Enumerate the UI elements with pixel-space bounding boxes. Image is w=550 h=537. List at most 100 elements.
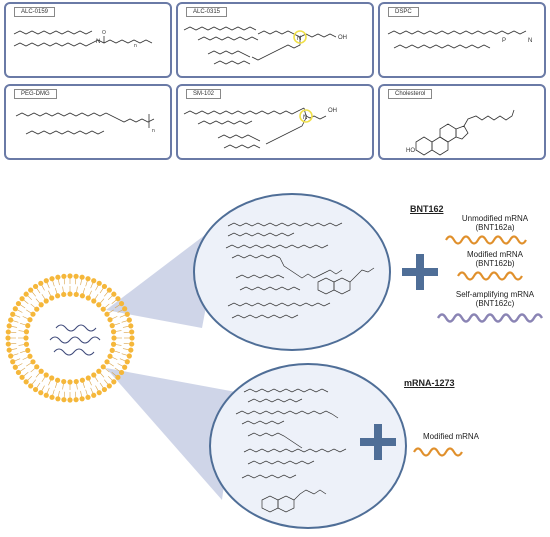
lipid-head — [126, 317, 132, 323]
encapsulated-mrna — [49, 324, 101, 356]
bnt162-title: BNT162 — [410, 204, 444, 214]
atom-n-subscript: n — [134, 43, 137, 49]
lipid-head — [61, 378, 67, 385]
lipid-head — [122, 364, 128, 370]
lipid-head — [128, 323, 134, 329]
lipid-head — [124, 359, 130, 365]
lipid-head — [23, 335, 29, 341]
lipid-head — [118, 369, 125, 376]
lipid-head — [49, 375, 55, 381]
lipid-head — [5, 341, 11, 347]
lipid-head — [101, 386, 108, 393]
highlight-ring — [293, 30, 307, 44]
lipid-head — [79, 377, 85, 383]
atom-n: N — [297, 36, 301, 42]
lipid-head — [43, 372, 49, 378]
lipid-head — [67, 379, 73, 385]
self-amplifying-mrna-icon — [436, 313, 544, 323]
lipid-head — [107, 317, 113, 323]
atom-p: P — [502, 38, 506, 44]
lipid-head — [25, 347, 31, 353]
lipid-head — [91, 392, 97, 398]
lipid-head — [19, 374, 25, 380]
lipid-head — [55, 274, 61, 280]
lipid-head — [109, 323, 115, 329]
lipid-head — [28, 287, 34, 293]
lipid-head — [104, 359, 110, 365]
panel-label: ALC-0315 — [186, 7, 228, 17]
lipid-head — [61, 397, 67, 403]
bnt162c-label: Self-amplifying mRNA (BNT162c) — [440, 290, 550, 308]
lipid-head — [106, 287, 112, 293]
lipid-head — [96, 390, 102, 396]
lipid-head — [126, 353, 132, 359]
atom-n: N — [303, 115, 307, 121]
lipid-head — [79, 293, 85, 299]
lipid-head — [10, 359, 16, 365]
lipid-head — [85, 295, 91, 301]
lipid-head — [8, 353, 14, 359]
lipid-head — [25, 323, 31, 329]
zoom-cone-bottom — [106, 368, 236, 500]
plus-sign-top — [402, 254, 438, 290]
lipid-head — [73, 273, 79, 279]
atom-ho: HO — [406, 148, 415, 154]
lipid-head — [67, 291, 73, 297]
lipid-head — [55, 377, 61, 383]
lipid-head — [128, 347, 134, 353]
lipid-head — [101, 283, 108, 290]
panel-label: DSPC — [388, 7, 419, 17]
lipid-head — [91, 298, 97, 304]
lipid-head — [79, 396, 85, 402]
lipid-head — [91, 278, 97, 284]
modified-mrna-icon — [457, 271, 523, 281]
lipid-head — [111, 291, 117, 297]
mrna-1273-lipid-zoom — [209, 363, 407, 529]
lipid-head — [100, 364, 106, 370]
atom-n: N — [96, 39, 100, 45]
lipid-head — [73, 291, 79, 298]
lipid-head — [28, 383, 34, 389]
lipid-nanoparticle — [5, 273, 135, 403]
lipid-head — [73, 378, 79, 385]
lipid-head — [23, 379, 29, 385]
mrna-1273-title: mRNA-1273 — [404, 378, 455, 388]
bnt162c-line2: (BNT162c) — [475, 299, 515, 308]
lipid-head — [110, 341, 117, 347]
unmodified-mrna-icon — [445, 235, 527, 245]
lipid-head — [79, 274, 85, 280]
lipid-head — [49, 276, 55, 282]
lipid-head — [96, 280, 102, 286]
zoom-cone-top — [106, 222, 222, 328]
lipid-head — [115, 296, 121, 302]
alc-0159-structure: N O n — [13, 30, 153, 49]
lipid-head — [12, 364, 18, 370]
lipid-head — [32, 283, 39, 290]
lipid-head — [23, 341, 30, 347]
lipid-head — [43, 298, 49, 304]
panel-sm-102: SM-102 N OH — [176, 84, 374, 160]
bnt162a-label: Unmodified mRNA (BNT162a) — [440, 214, 550, 232]
cholesterol-structure: HO — [406, 109, 515, 156]
panel-label: ALC-0159 — [14, 7, 56, 17]
lipid-head — [49, 295, 55, 301]
atom-n-subscript: n — [152, 128, 155, 134]
lipid-head — [118, 300, 125, 307]
lipid-head — [100, 306, 106, 312]
plus-sign-bottom — [360, 424, 396, 460]
lipid-head — [111, 379, 117, 385]
lipid-head — [61, 291, 67, 298]
panel-label: PEG-DMG — [14, 89, 57, 99]
lipid-head — [67, 273, 73, 279]
alc-0315-structure: N OH — [183, 26, 347, 65]
bnt162b-line2: (BNT162b) — [475, 259, 515, 268]
bnt162b-label: Modified mRNA (BNT162b) — [440, 250, 550, 268]
lipid-head — [73, 397, 79, 403]
lipid-head — [38, 368, 44, 374]
panel-alc-0315: ALC-0315 N OH — [176, 2, 374, 78]
lipid-head — [122, 306, 128, 312]
lipid-head — [107, 353, 113, 359]
lipid-head — [55, 396, 61, 402]
lipid-head — [38, 302, 44, 308]
